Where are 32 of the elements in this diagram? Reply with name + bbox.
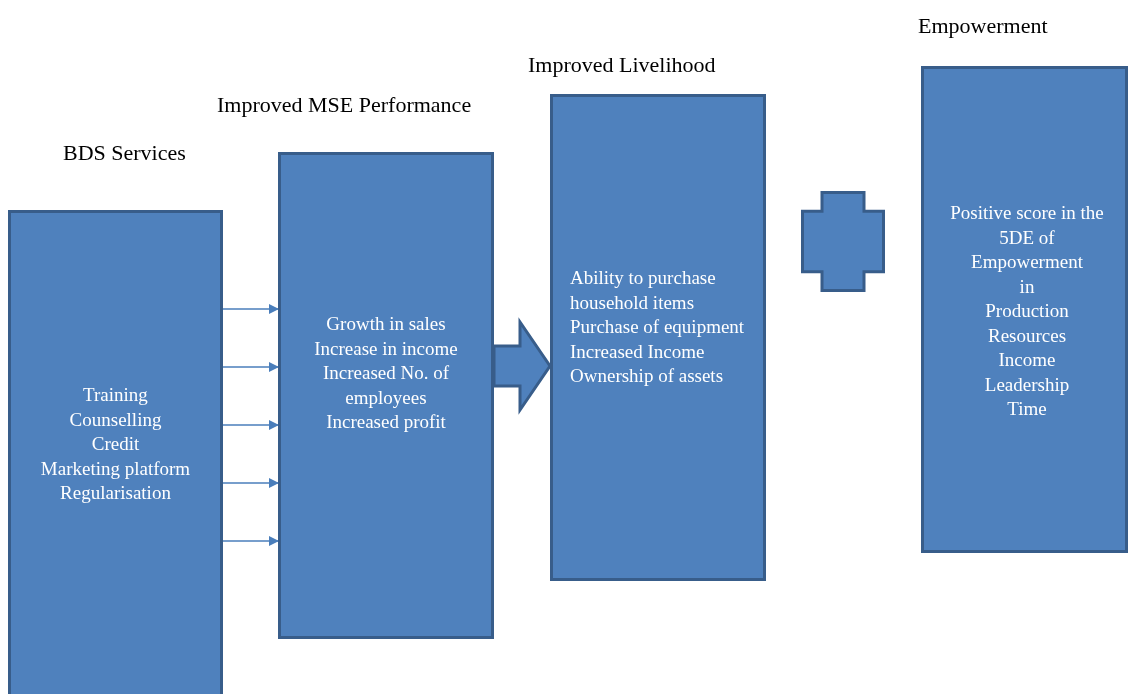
list-item: Increase in income	[313, 336, 459, 361]
arrow	[222, 304, 279, 314]
list-item: Resources	[986, 323, 1068, 348]
list-item: Positive score in the 5DE of	[949, 201, 1105, 250]
list-item: Growth in sales	[325, 312, 447, 336]
list-item: Credit	[90, 432, 141, 456]
list-item: Income	[997, 348, 1057, 372]
list-item: Increased profit	[325, 410, 447, 434]
list-item: Counselling	[68, 407, 163, 432]
list-item: Marketing platform	[39, 456, 192, 481]
list-item: Purchase of equipment	[570, 315, 745, 339]
list-item: Training	[82, 383, 149, 407]
list-item: Regularisation	[59, 481, 172, 505]
list-item: Increased Income	[570, 339, 706, 364]
box-heading: Improved MSE Performance	[217, 92, 472, 118]
box-heading: BDS Services	[63, 140, 186, 166]
arrow	[222, 420, 279, 430]
box-heading: Empowerment	[918, 13, 1048, 39]
list-item: Increased No. of employees	[321, 361, 451, 410]
list-item: Time	[1006, 397, 1048, 421]
list-item: Empowerment	[970, 250, 1084, 274]
plus-sign	[801, 191, 885, 292]
list-item: Ownership of assets	[570, 364, 725, 388]
box-heading: Improved Livelihood	[528, 52, 716, 78]
list-item: Production	[984, 299, 1070, 323]
arrow	[222, 536, 279, 546]
list-item: Ability to purchase household items	[570, 266, 717, 315]
arrow	[222, 362, 279, 372]
block-arrow	[492, 317, 552, 415]
list-item: Leadership	[983, 372, 1071, 397]
arrow	[222, 478, 279, 488]
list-item: in	[1018, 274, 1036, 299]
